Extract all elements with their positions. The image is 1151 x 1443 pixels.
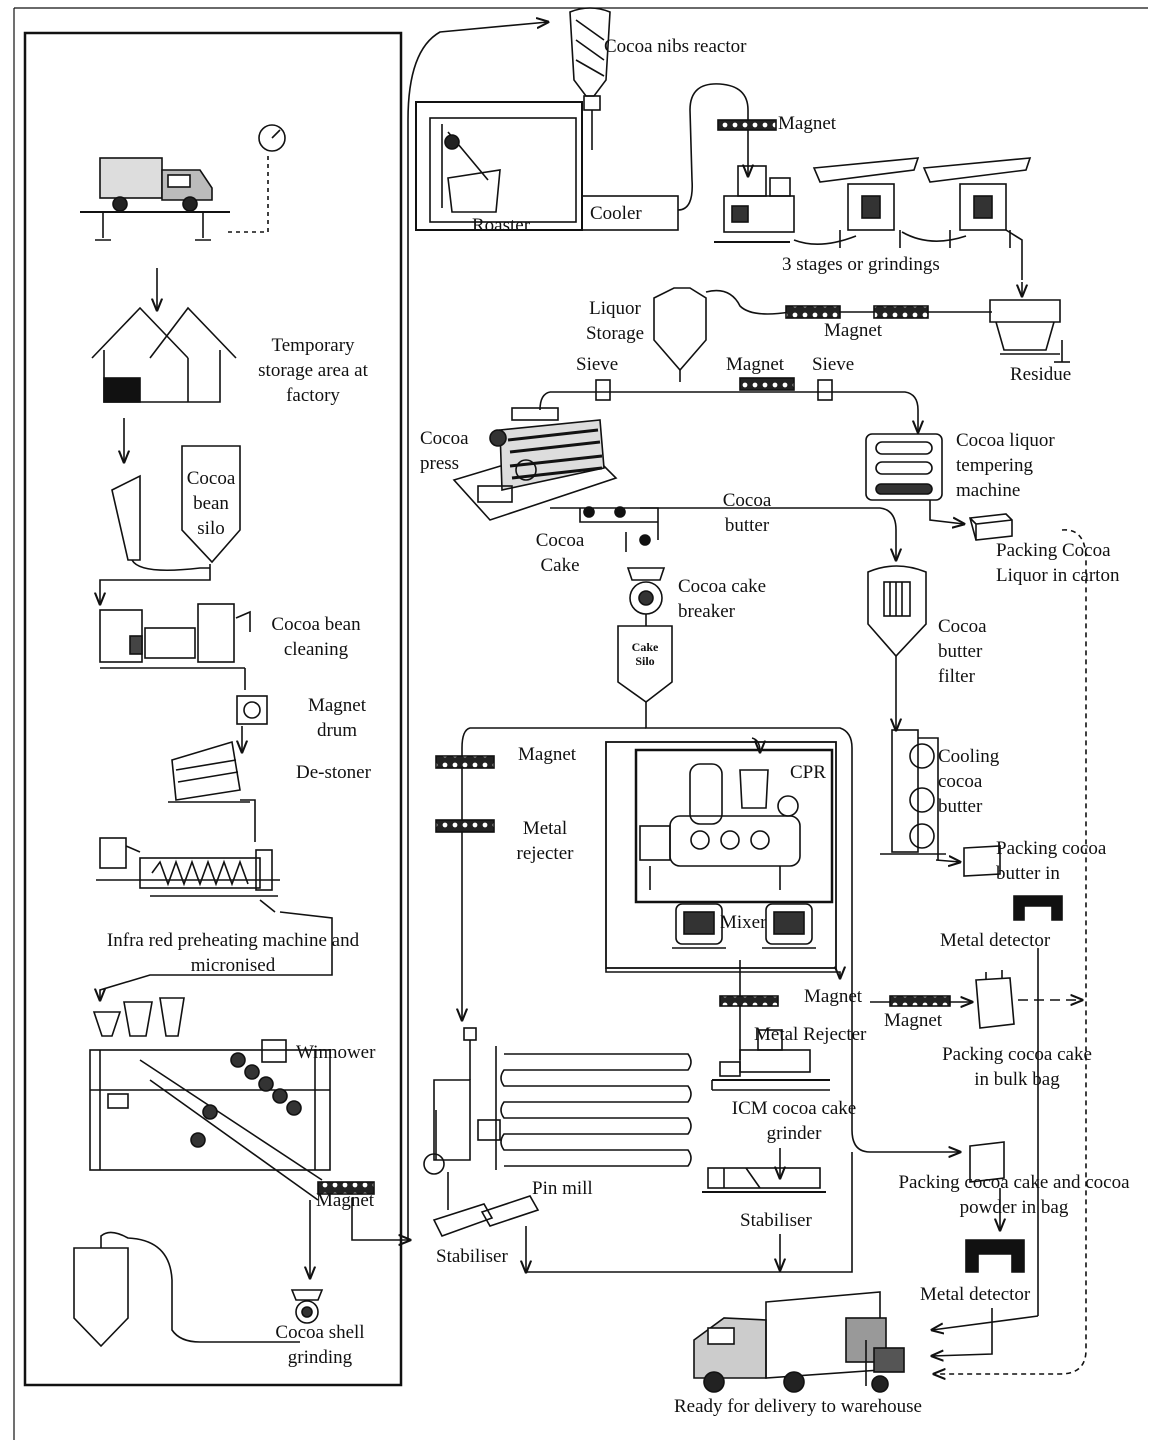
sieve-right-label: Sieve bbox=[812, 352, 854, 377]
mixer-label: Mixer bbox=[720, 910, 766, 935]
stabiliser-left-label: Stabiliser bbox=[436, 1244, 508, 1269]
magnet-left-label: Magnet bbox=[518, 742, 576, 767]
roaster-label: Roaster bbox=[472, 213, 530, 238]
shell-silo-icon bbox=[74, 1248, 128, 1346]
shell-grinder-icon bbox=[292, 1290, 322, 1323]
warehouse-icon bbox=[92, 308, 236, 402]
shell-grinding-label: Cocoa shell grinding bbox=[262, 1320, 378, 1370]
hopper-icon bbox=[112, 476, 140, 560]
metal-detector-icon bbox=[966, 1240, 1024, 1272]
grinder-1-icon bbox=[714, 166, 794, 242]
magnet-center-label: Magnet bbox=[804, 984, 862, 1009]
magnet-right-label: Magnet bbox=[884, 1008, 942, 1033]
conveyor-magnet-icon bbox=[718, 120, 776, 130]
conveyor-magnet-icon bbox=[436, 756, 494, 768]
liquor-storage-label: Liquor Storage bbox=[580, 296, 650, 346]
cooling-butter-label: Cooling cocoa butter bbox=[938, 744, 1016, 819]
truck-icon bbox=[80, 152, 268, 240]
stabiliser-right-label: Stabiliser bbox=[740, 1208, 812, 1233]
box-icon bbox=[970, 514, 1012, 540]
cooler-label: Cooler bbox=[590, 201, 642, 226]
metal-detector-2-label: Metal detector bbox=[920, 1282, 1030, 1307]
winnower-label: Winnower bbox=[296, 1040, 375, 1065]
cake-breaker-label: Cocoa cake breaker bbox=[678, 574, 798, 624]
liquor-storage-tank bbox=[654, 288, 706, 370]
packing-liquor-label: Packing Cocoa Liquor in carton bbox=[996, 538, 1128, 588]
bean-cleaning-label: Cocoa bean cleaning bbox=[258, 612, 374, 662]
cake-breaker-icon bbox=[628, 568, 664, 614]
delivery-label: Ready for delivery to warehouse bbox=[674, 1394, 922, 1419]
infrared-machine-icon bbox=[96, 838, 280, 912]
gauge-icon bbox=[259, 125, 285, 151]
destoner-label: De-stoner bbox=[296, 760, 371, 785]
packing-cake-bulk-label: Packing cocoa cake in bulk bag bbox=[938, 1042, 1096, 1092]
infrared-label: Infra red preheating machine and microni… bbox=[78, 928, 388, 978]
pin-mill-label: Pin mill bbox=[532, 1176, 593, 1201]
truck-icon bbox=[694, 1292, 904, 1392]
packing-cake-powder-label: Packing cocoa cake and cocoa powder in b… bbox=[898, 1170, 1130, 1220]
packing-butter-label: Packing cocoa butter in bbox=[996, 836, 1132, 886]
residue-sieve-icon bbox=[990, 300, 1070, 362]
grindings-label: 3 stages or grindings bbox=[782, 252, 940, 277]
cooling-butter-icon bbox=[880, 730, 946, 860]
icm-grinder-label: ICM cocoa cake grinder bbox=[712, 1096, 876, 1146]
grinder-2-icon bbox=[814, 158, 918, 248]
sieve-left-label: Sieve bbox=[576, 352, 618, 377]
temporary-storage-label: Temporary storage area at factory bbox=[248, 333, 378, 408]
bag-icon bbox=[976, 970, 1014, 1028]
magnet-drum-label: Magnet drum bbox=[296, 693, 378, 743]
conveyor-magnet-icon bbox=[720, 996, 778, 1006]
metal-detector-icon bbox=[1014, 896, 1062, 920]
metal-rejecter-center-label: Metal Rejecter bbox=[754, 1022, 866, 1047]
conveyor-magnet-icon bbox=[874, 306, 928, 318]
magnet-top-label: Magnet bbox=[778, 111, 836, 136]
metal-rejecter-left-label: Metal rejecter bbox=[504, 816, 586, 866]
nibs-reactor-label: Cocoa nibs reactor bbox=[604, 34, 746, 59]
liquor-tempering-label: Cocoa liquor tempering machine bbox=[956, 428, 1082, 503]
butter-filter-label: Cocoa butter filter bbox=[938, 614, 1000, 689]
conveyor-magnet-icon bbox=[890, 996, 950, 1006]
magnet-mid-label: Magnet bbox=[726, 352, 784, 377]
cocoa-butter-label: Cocoa butter bbox=[712, 488, 782, 538]
magnet-drum-icon bbox=[237, 696, 267, 724]
magnet-liquor-label: Magnet bbox=[824, 318, 882, 343]
cocoa-press-label: Cocoa press bbox=[420, 426, 482, 476]
destoner-icon bbox=[168, 742, 250, 802]
cleaning-machine-icon bbox=[100, 604, 250, 668]
nibs-reactor-icon bbox=[570, 8, 610, 110]
cpr-label: CPR bbox=[790, 760, 826, 785]
cpr-machine-icon bbox=[640, 764, 800, 890]
conveyor-magnet-icon bbox=[436, 820, 494, 832]
roaster-box bbox=[416, 102, 582, 230]
conveyor-magnet-icon bbox=[786, 306, 840, 318]
metal-detector-1-label: Metal detector bbox=[940, 928, 1050, 953]
conveyor-magnet-icon bbox=[740, 378, 794, 390]
cocoa-cake-label: Cocoa Cake bbox=[528, 528, 592, 578]
stabiliser-icon bbox=[434, 1196, 538, 1236]
stabiliser-icon bbox=[702, 1168, 826, 1192]
cake-silo-label: Cake Silo bbox=[624, 640, 666, 668]
bean-silo-label: Cocoa bean silo bbox=[178, 466, 244, 541]
winnower-icon bbox=[90, 998, 330, 1200]
butter-filter-icon bbox=[868, 566, 926, 656]
residue-label: Residue bbox=[1010, 362, 1071, 387]
magnet-winnower-label: Magnet bbox=[316, 1188, 374, 1213]
tempering-machine-icon bbox=[866, 434, 942, 500]
